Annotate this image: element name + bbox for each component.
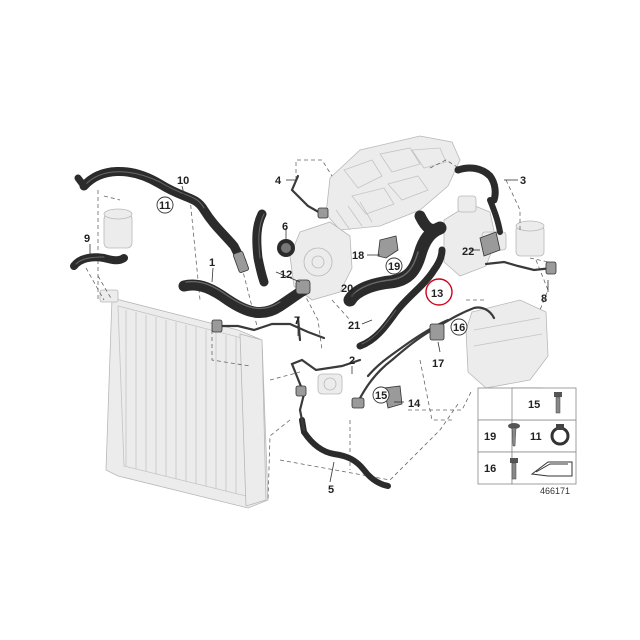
legend-16: 16 <box>484 463 496 475</box>
callout-22: 22 <box>462 246 474 258</box>
callout-20: 20 <box>341 283 353 295</box>
legend-15: 15 <box>528 399 540 411</box>
leader-lines <box>89 179 549 483</box>
hose-3 <box>454 164 503 235</box>
hose-21 <box>356 246 446 350</box>
auxiliary-pump <box>103 208 133 249</box>
hose-5 <box>299 417 391 489</box>
callout-13: 13 <box>431 288 443 300</box>
thermostat-housing <box>443 195 507 277</box>
callout-19-circled: 19 <box>388 261 400 273</box>
dashed-reference-lines <box>85 159 549 501</box>
pipe-16 <box>351 306 496 409</box>
bracket-22 <box>479 231 501 257</box>
connector-12 <box>295 279 311 295</box>
hose-6 <box>252 209 295 287</box>
fastener-legend: 15 19 11 16 466171 <box>477 387 577 496</box>
callout-3: 3 <box>520 175 526 187</box>
callout-17: 17 <box>432 358 444 370</box>
callout-11-circled: 11 <box>159 200 171 212</box>
callout-4: 4 <box>275 175 282 187</box>
highlight-circle-13 <box>425 278 453 306</box>
pipe-2 <box>290 358 362 432</box>
expansion-tank <box>465 220 549 389</box>
callout-10: 10 <box>177 175 189 187</box>
radiator <box>99 289 269 509</box>
bolt-icon-16 <box>510 458 518 480</box>
screw-icon-19 <box>508 423 520 447</box>
callout-14: 14 <box>408 398 421 410</box>
hose-20 <box>343 210 447 307</box>
callouts: 10 11 9 1 4 6 12 7 20 21 2 5 18 19 13 22… <box>84 175 547 496</box>
legend-19: 19 <box>484 431 496 443</box>
callout-1: 1 <box>209 257 215 269</box>
legend-11: 11 <box>530 431 542 443</box>
callout-16-circled: 16 <box>453 322 465 334</box>
clamp-icon-11 <box>550 424 570 446</box>
bracket-18 <box>377 235 399 259</box>
pipe-7 <box>211 316 326 342</box>
callout-5: 5 <box>328 484 334 496</box>
callout-18: 18 <box>352 250 364 262</box>
valve-block <box>317 373 343 395</box>
engine-intake <box>325 135 461 231</box>
hose-9 <box>70 253 128 270</box>
pipe-8 <box>484 260 557 275</box>
callout-15-circled: 15 <box>375 390 387 402</box>
callout-9: 9 <box>84 233 90 245</box>
callout-8: 8 <box>541 293 547 305</box>
callout-2: 2 <box>349 355 355 367</box>
hose-1 <box>178 279 310 319</box>
callout-7: 7 <box>294 315 300 327</box>
pipe-4 <box>290 174 329 219</box>
arrow-tag-icon <box>530 461 573 477</box>
hose-10 <box>74 167 249 273</box>
callout-6: 6 <box>282 221 288 233</box>
callout-21: 21 <box>348 320 360 332</box>
callout-12: 12 <box>280 269 292 281</box>
reference-number: 466171 <box>540 486 570 496</box>
bolt-icon-15 <box>554 392 562 414</box>
